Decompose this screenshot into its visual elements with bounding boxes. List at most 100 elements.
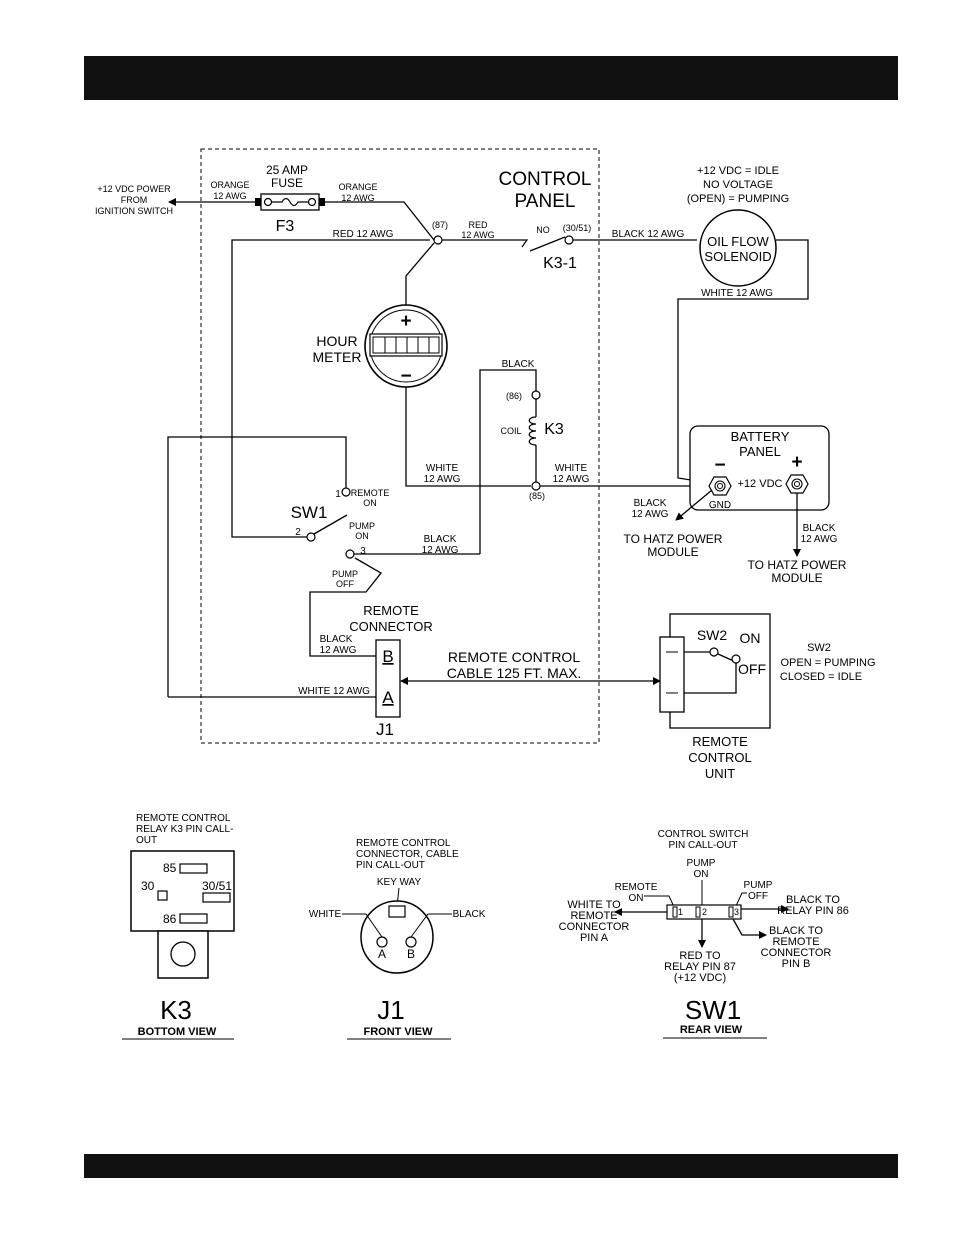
- sw1-remote-on-label-2: ON: [363, 498, 377, 508]
- sw1c-white-to-4: PIN A: [580, 932, 609, 944]
- remote-unit-label-2: CONTROL: [688, 750, 752, 765]
- power-source-label: +12 VDC POWER: [97, 184, 171, 194]
- remote-unit-connector: [659, 636, 685, 713]
- hour-meter-label: HOUR: [316, 333, 357, 349]
- red-wire-label: RED 12 AWG: [333, 229, 394, 240]
- sw1-callout-name: SW1: [685, 995, 741, 1025]
- sw2-on-terminal: [709, 647, 719, 657]
- sw2-wire-bottom: [684, 663, 737, 694]
- sw2-off-label: OFF: [738, 661, 766, 677]
- footer-bar: [84, 1154, 898, 1178]
- black-b-label: BLACK: [320, 634, 353, 645]
- k3-pin-85: 85: [163, 861, 177, 875]
- j1-callout-title: REMOTE CONTROL: [356, 838, 451, 849]
- orange-wire-label: ORANGE: [210, 180, 249, 190]
- k3-view-label: BOTTOM VIEW: [138, 1026, 217, 1038]
- white-a-label: WHITE 12 AWG: [298, 686, 370, 697]
- black-pos-label: BLACK: [803, 523, 836, 534]
- sw1-callout-title-2: PIN CALL-OUT: [669, 840, 738, 851]
- sw1-rear-body: [666, 904, 742, 920]
- fuse-ref: F3: [276, 218, 295, 235]
- fuse-to-87-wire: [325, 201, 435, 241]
- j1-black-leader: [410, 913, 452, 938]
- gnd-to-hatz-wire: [675, 489, 713, 521]
- sw2-note-3: CLOSED = IDLE: [780, 671, 862, 683]
- black-top-label: BLACK 12 AWG: [612, 229, 685, 240]
- solenoid-label-2: SOLENOID: [704, 249, 771, 264]
- sw1c-pin1: 1: [678, 907, 683, 917]
- sw1-pin3-label: 3: [360, 546, 366, 557]
- 87-to-meter-wire: [405, 242, 435, 305]
- sw1c-white-to-2: REMOTE: [570, 910, 617, 922]
- sw1c-black-86-2: RELAY PIN 86: [777, 905, 849, 917]
- remote-connector-label: REMOTE: [363, 603, 419, 618]
- k3-relay-bottom: [130, 850, 235, 979]
- sw2-note: SW2: [807, 642, 831, 654]
- sw1c-remote-on-2: ON: [629, 893, 644, 904]
- sw1-pump-on-label: PUMP: [349, 521, 375, 531]
- white-top-label: WHITE 12 AWG: [701, 288, 773, 299]
- black-b-gauge: 12 AWG: [320, 645, 357, 656]
- j1-label: J1: [376, 720, 394, 739]
- remote-connector-label-2: CONNECTOR: [349, 619, 433, 634]
- k3-pin-30: 30: [141, 879, 155, 893]
- solenoid-label: OIL FLOW: [707, 234, 769, 249]
- pin-86-terminal: [531, 390, 541, 400]
- sw1-pump-on-label-2: ON: [355, 531, 369, 541]
- j1-front-pin-b: B: [407, 947, 415, 961]
- sw1-pin1-terminal: [341, 487, 351, 497]
- sw1-pin2-terminal: [306, 532, 316, 542]
- sw1-pin3-terminal: [345, 549, 355, 559]
- meter-to-85-wire: [405, 387, 531, 487]
- pin-87-terminal: [433, 235, 443, 245]
- gnd-label: GND: [709, 500, 731, 511]
- white-left-gauge: 12 AWG: [424, 474, 461, 485]
- sw2-on-label: ON: [740, 630, 761, 646]
- control-panel-label-2: PANEL: [515, 191, 576, 212]
- pin-85-terminal: [531, 481, 541, 491]
- hour-meter: [364, 304, 448, 388]
- k3-contact-blade: [529, 236, 566, 252]
- to-hatz-2-label-2: MODULE: [771, 571, 822, 585]
- k3-callout-title-3: OUT: [136, 835, 157, 846]
- pin-85-label: (85): [529, 491, 545, 501]
- pin-87-label: (87): [432, 220, 448, 230]
- j1-callout-title-2: CONNECTOR, CABLE: [356, 849, 459, 860]
- white-right-gauge: 12 AWG: [553, 474, 590, 485]
- sw1c-pump-off-2: OFF: [748, 891, 768, 902]
- sw1-callout-title: CONTROL SWITCH: [658, 829, 749, 840]
- oil-flow-solenoid: [699, 209, 777, 287]
- black-coil-label: BLACK: [502, 359, 535, 370]
- sw1-pump-off-label-2: OFF: [336, 579, 354, 589]
- j1-white-leader: [342, 913, 383, 938]
- sw1c-red-to-2: RELAY PIN 87: [664, 961, 736, 973]
- to-hatz-1-label-2: MODULE: [647, 545, 698, 559]
- sw1c-black-86: BLACK TO: [786, 894, 840, 906]
- power-source-label-2: FROM: [121, 195, 148, 205]
- sw1-pin1-label: 1: [335, 489, 341, 500]
- header-bar: [84, 56, 898, 100]
- plus-12vdc-label: +12 VDC: [738, 478, 783, 490]
- sw1c-pin2: 2: [702, 907, 707, 917]
- sw1c-remote-on: REMOTE: [615, 882, 658, 893]
- k3-1-label: K3-1: [543, 255, 577, 272]
- black-sw1-label: BLACK: [424, 534, 457, 545]
- solenoid-note-2: NO VOLTAGE: [703, 179, 773, 191]
- sw1-pump-off-label: PUMP: [332, 569, 358, 579]
- k3-callout-title-2: RELAY K3 PIN CALL-: [136, 824, 233, 835]
- j1-keyway-label: KEY WAY: [377, 877, 422, 888]
- white-right-label: WHITE: [555, 463, 588, 474]
- sw1-pin2-label: 2: [295, 527, 301, 538]
- k3-contact-stop: [517, 239, 529, 248]
- red-small-label: RED: [468, 220, 488, 230]
- gnd-terminal: [708, 476, 732, 496]
- k3-label: K3: [544, 421, 564, 438]
- solenoid-note-3: (OPEN) = PUMPING: [687, 193, 789, 205]
- remote-unit-label-3: UNIT: [705, 766, 735, 781]
- black-gnd-gauge: 12 AWG: [632, 509, 669, 520]
- sw1c-black-b-4: PIN B: [782, 958, 811, 970]
- sw1c-pump-on: PUMP: [687, 858, 716, 869]
- solenoid-note: +12 VDC = IDLE: [697, 165, 779, 177]
- remote-unit-label: REMOTE: [692, 734, 748, 749]
